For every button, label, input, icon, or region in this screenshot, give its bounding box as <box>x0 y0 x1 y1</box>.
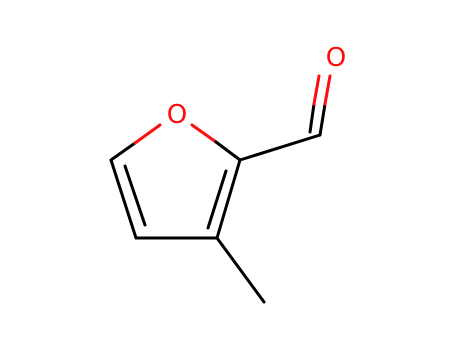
bond-c4-c5-double <box>109 158 147 240</box>
bond-c5-o <box>109 123 162 162</box>
bond-c2-cho <box>238 133 322 162</box>
ring-oxygen-label: O <box>167 100 187 130</box>
bond-c2-c3-double <box>206 158 242 240</box>
bond-o-c2 <box>190 123 242 162</box>
bond-c3-methyl <box>215 236 266 304</box>
bond-cho-o-double <box>308 74 332 137</box>
aldehyde-oxygen-label: O <box>326 43 346 73</box>
